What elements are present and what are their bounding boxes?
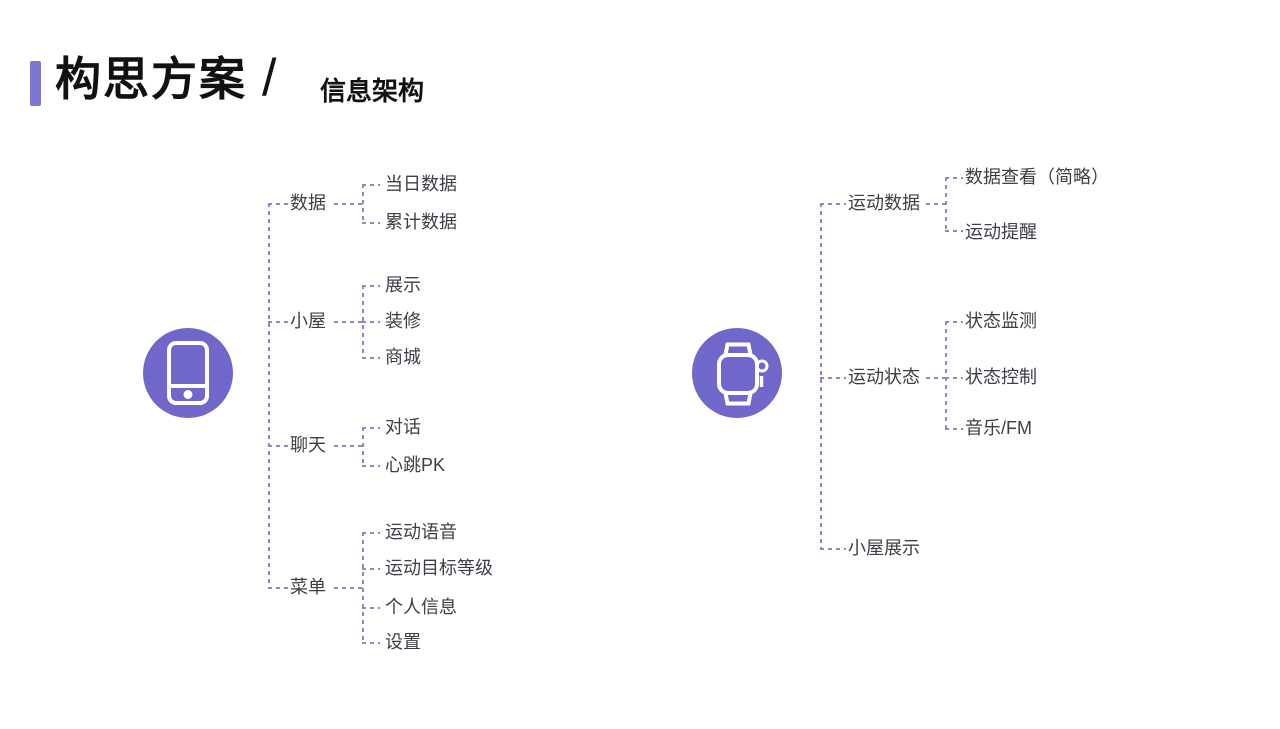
connector-line: [820, 377, 846, 379]
tree-branch-label: 菜单: [290, 577, 326, 598]
connector-line: [362, 568, 380, 570]
connector-line: [945, 428, 963, 430]
tree-child-label: 当日数据: [385, 174, 457, 195]
tree-child-label: 数据查看（简略）: [965, 167, 1109, 188]
tree-child-label: 设置: [385, 632, 421, 653]
page-title: 构思方案: [55, 53, 247, 105]
tree-child-label: 运动提醒: [965, 222, 1037, 243]
connector-line: [362, 184, 364, 224]
tree-child-label: 累计数据: [385, 212, 457, 233]
connector-line: [362, 607, 380, 609]
connector-line: [926, 377, 945, 379]
tree-branch-label: 运动数据: [848, 193, 920, 214]
connector-line: [362, 427, 364, 467]
tree-child-label: 个人信息: [385, 597, 457, 618]
connector-line: [945, 377, 963, 379]
tree-branch-label: 数据: [290, 193, 326, 214]
connector-line: [268, 445, 288, 447]
tree-branch-label: 运动状态: [848, 367, 920, 388]
watch-icon: [692, 328, 782, 418]
connector-line: [820, 203, 822, 550]
connector-line: [362, 285, 380, 287]
tree-child-label: 运动语音: [385, 522, 457, 543]
connector-line: [362, 222, 380, 224]
connector-line: [334, 203, 362, 205]
tree-child-label: 对话: [385, 417, 421, 438]
connector-line: [362, 465, 380, 467]
connector-line: [926, 203, 945, 205]
connector-line: [334, 445, 362, 447]
connector-line: [945, 230, 963, 232]
connector-line: [362, 532, 364, 644]
connector-line: [945, 321, 947, 430]
connector-line: [362, 427, 380, 429]
title-accent-bar: [30, 61, 41, 106]
connector-line: [268, 203, 270, 589]
connector-line: [820, 548, 846, 550]
page-subtitle: 信息架构: [320, 76, 425, 106]
connector-line: [362, 532, 380, 534]
tree-child-label: 状态监测: [965, 311, 1037, 332]
connector-line: [362, 642, 380, 644]
tree-branch-label: 聊天: [290, 435, 326, 456]
connector-line: [334, 587, 362, 589]
connector-line: [945, 321, 963, 323]
connector-line: [945, 177, 963, 179]
phone-icon: [143, 328, 233, 418]
tree-child-label: 运动目标等级: [385, 558, 493, 579]
tree-child-label: 状态控制: [965, 367, 1037, 388]
tree-child-label: 装修: [385, 311, 421, 332]
connector-line: [334, 321, 362, 323]
connector-line: [945, 177, 947, 232]
connector-line: [268, 587, 288, 589]
title-separator: /: [262, 49, 277, 107]
connector-line: [820, 203, 846, 205]
connector-line: [362, 184, 380, 186]
connector-line: [268, 203, 288, 205]
connector-line: [362, 321, 380, 323]
connector-line: [362, 357, 380, 359]
tree-branch-label: 小屋: [290, 311, 326, 332]
tree-child-label: 商城: [385, 347, 421, 368]
tree-child-label: 展示: [385, 275, 421, 296]
tree-branch-label: 小屋展示: [848, 538, 920, 559]
tree-child-label: 音乐/FM: [965, 418, 1032, 439]
tree-child-label: 心跳PK: [385, 455, 446, 476]
connector-line: [268, 321, 288, 323]
